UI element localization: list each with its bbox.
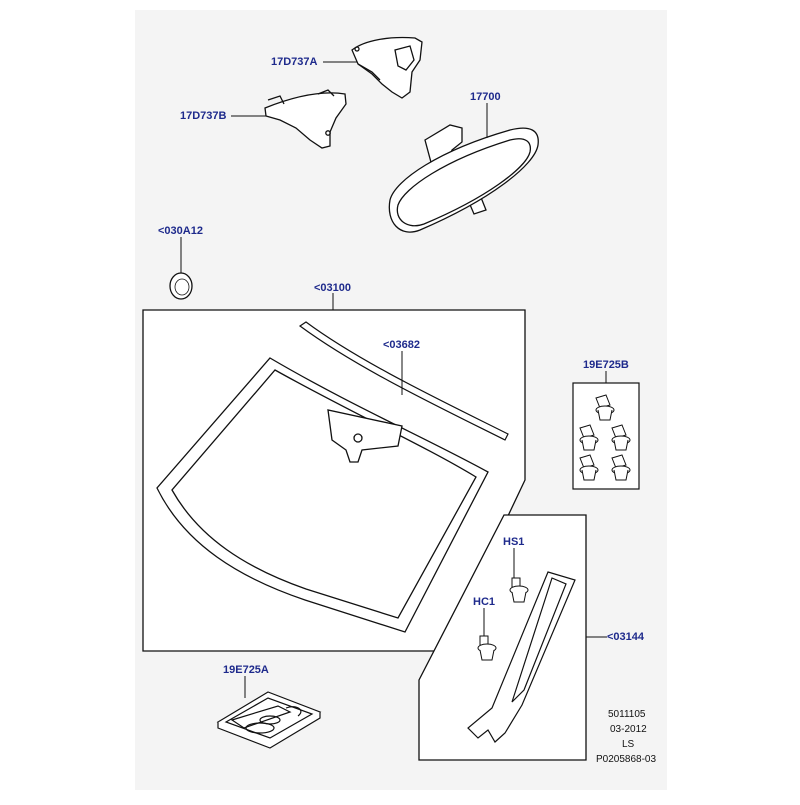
- pillar-trim: [467, 571, 576, 743]
- label-19e725b[interactable]: 19E725B: [583, 359, 629, 371]
- label-17d737b[interactable]: 17D737B: [180, 110, 227, 122]
- repair-kit: [216, 691, 322, 749]
- windshield-seal-strip: [298, 321, 509, 441]
- mirror-cover-upper: [351, 36, 423, 99]
- leader-lines: [180, 61, 607, 698]
- label-03682[interactable]: <03682: [383, 339, 421, 351]
- fastener-hs1: [509, 577, 529, 603]
- clip-set: [579, 394, 631, 481]
- label-17700[interactable]: 17700: [470, 91, 501, 103]
- mirror-cover-lower: [264, 89, 347, 149]
- footer-model: LS: [622, 739, 635, 750]
- label-030a12[interactable]: <030A12: [158, 225, 203, 237]
- label-03100[interactable]: <03100: [314, 282, 352, 294]
- label-hs1[interactable]: HS1: [503, 536, 525, 548]
- footer-date: 03-2012: [610, 724, 647, 735]
- fastener-hc1: [477, 635, 497, 661]
- label-17d737a[interactable]: 17D737A: [271, 56, 318, 68]
- footer-code: 5011105: [608, 709, 646, 720]
- label-03144[interactable]: <03144: [607, 631, 645, 643]
- footer-ref: P0205868-03: [596, 754, 657, 765]
- label-hc1[interactable]: HC1: [473, 596, 496, 608]
- sensor-pad-inner: [174, 278, 190, 296]
- windshield-glass: [156, 357, 489, 633]
- pillar-trim-box: [418, 514, 587, 761]
- rear-view-mirror: [388, 124, 539, 233]
- label-19e725a[interactable]: 19E725A: [223, 664, 269, 676]
